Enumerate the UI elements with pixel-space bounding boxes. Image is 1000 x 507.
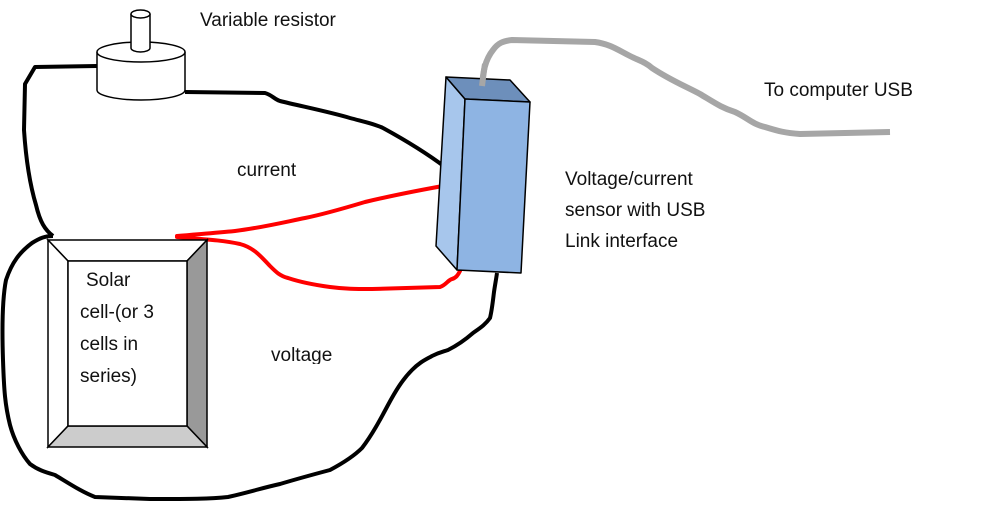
solar-cell-label: Solar cell-(or 3 cells in series) bbox=[80, 265, 154, 393]
variable-resistor bbox=[96, 9, 186, 101]
variable-resistor-label: Variable resistor bbox=[200, 10, 336, 31]
solar-cell-label-line-2: cell-(or 3 bbox=[80, 302, 154, 323]
solar-cell-label-line-4: series) bbox=[80, 366, 138, 387]
voltage-current-sensor bbox=[435, 76, 531, 274]
red-wire-current bbox=[175, 182, 456, 238]
usb-cable bbox=[479, 37, 891, 137]
black-wire-resistor-to-cell bbox=[22, 64, 98, 238]
black-wire-cell-to-sensor bbox=[0, 234, 499, 501]
current-label: current bbox=[237, 160, 297, 181]
sensor-label-line-2: sensor with USB bbox=[565, 200, 706, 221]
to-computer-usb-label: To computer USB bbox=[764, 80, 913, 101]
black-wire-resistor-to-sensor bbox=[184, 90, 447, 169]
sensor-label-line-1: Voltage/current bbox=[565, 169, 693, 190]
solar-cell bbox=[46, 238, 209, 449]
red-wire-voltage bbox=[175, 235, 462, 292]
solar-cell-label-line-1: Solar bbox=[86, 270, 131, 291]
sensor-label-line-3: Link interface bbox=[565, 231, 679, 252]
voltage-label: voltage bbox=[271, 345, 333, 364]
solar-cell-label-line-3: cells in bbox=[80, 334, 139, 355]
sensor-label: Voltage/current sensor with USB Link int… bbox=[565, 164, 705, 257]
